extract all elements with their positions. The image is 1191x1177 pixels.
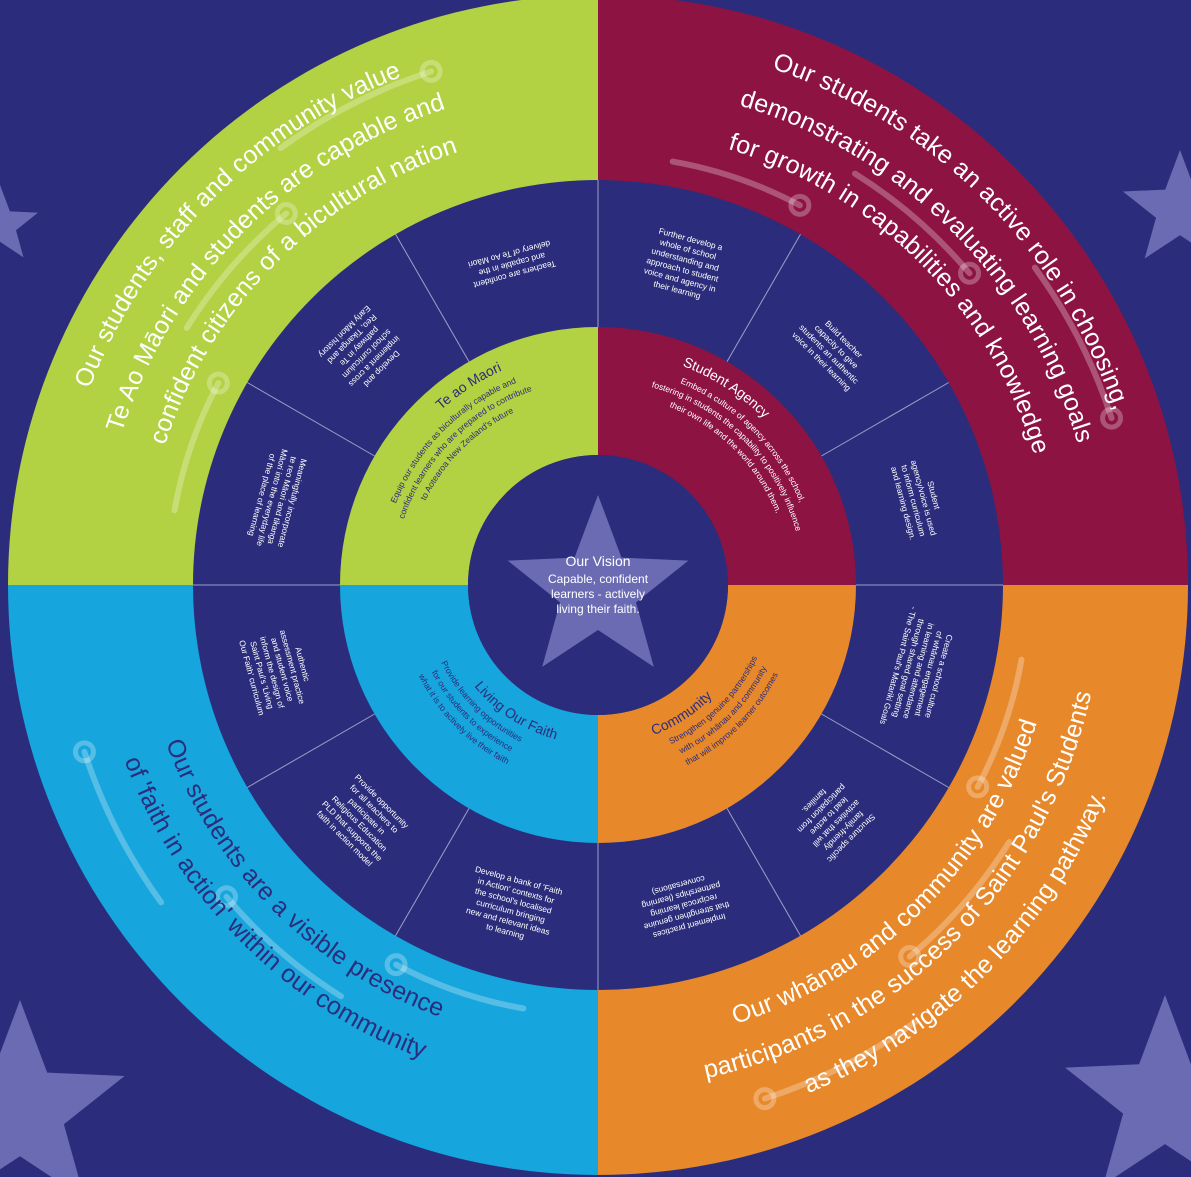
vision-line: living their faith. bbox=[556, 602, 639, 616]
swirl-decoration bbox=[966, 775, 990, 799]
swirl-decoration bbox=[1031, 264, 1115, 422]
action-divider bbox=[247, 382, 375, 457]
vision-line: Capable, confident bbox=[548, 572, 649, 586]
action-divider bbox=[821, 713, 949, 788]
outer-ring-br bbox=[598, 585, 1188, 1175]
pillar-ring-bl bbox=[340, 585, 598, 843]
pillar-ring-tl bbox=[340, 327, 598, 585]
swirl-decoration bbox=[669, 158, 803, 209]
pillar-ring-br bbox=[598, 585, 856, 843]
vision-star-icon bbox=[507, 495, 689, 667]
background-star-2 bbox=[1065, 995, 1191, 1177]
swirl-decoration bbox=[753, 1087, 777, 1111]
swirl-decoration bbox=[81, 748, 165, 906]
background-star-4 bbox=[0, 185, 38, 258]
outer-ring-bl bbox=[8, 585, 598, 1175]
swirl-decoration bbox=[974, 656, 1025, 790]
background-stars bbox=[0, 150, 1191, 1177]
swirl-decoration bbox=[72, 740, 96, 764]
outer-ring-tr bbox=[598, 0, 1188, 585]
swirl-decoration bbox=[852, 170, 973, 277]
swirl-decoration bbox=[788, 193, 812, 217]
pillar-ring-tr bbox=[598, 327, 856, 585]
swirl-decoration bbox=[214, 885, 238, 909]
swirl-decoration bbox=[183, 210, 290, 331]
swirl-decoration bbox=[898, 945, 922, 969]
swirl-decoration bbox=[393, 961, 527, 1012]
swirl-decoration bbox=[419, 59, 443, 83]
swirl-decoration bbox=[1100, 406, 1124, 430]
swirl-decoration bbox=[274, 201, 298, 225]
swirl-decoration bbox=[206, 371, 230, 395]
background-star-1 bbox=[0, 1000, 125, 1177]
action-divider bbox=[247, 713, 375, 788]
swirl-decoration bbox=[384, 953, 408, 977]
vision-title: Our Vision bbox=[565, 553, 630, 569]
action-divider bbox=[726, 234, 801, 362]
swirl-decoration bbox=[906, 839, 1013, 960]
action-divider bbox=[395, 234, 470, 362]
action-divider bbox=[821, 382, 949, 457]
action-divider bbox=[395, 808, 470, 936]
swirl-decoration bbox=[223, 893, 344, 1000]
swirl-decoration bbox=[761, 1018, 919, 1102]
vision-line: learners - actively bbox=[551, 587, 645, 601]
background-star-3 bbox=[1122, 150, 1191, 259]
swirl-decoration bbox=[277, 68, 435, 152]
action-divider bbox=[726, 808, 801, 936]
outer-ring-tl bbox=[8, 0, 598, 585]
swirl-decoration bbox=[958, 261, 982, 285]
rings bbox=[8, 0, 1188, 1175]
swirl-decoration bbox=[171, 380, 222, 514]
